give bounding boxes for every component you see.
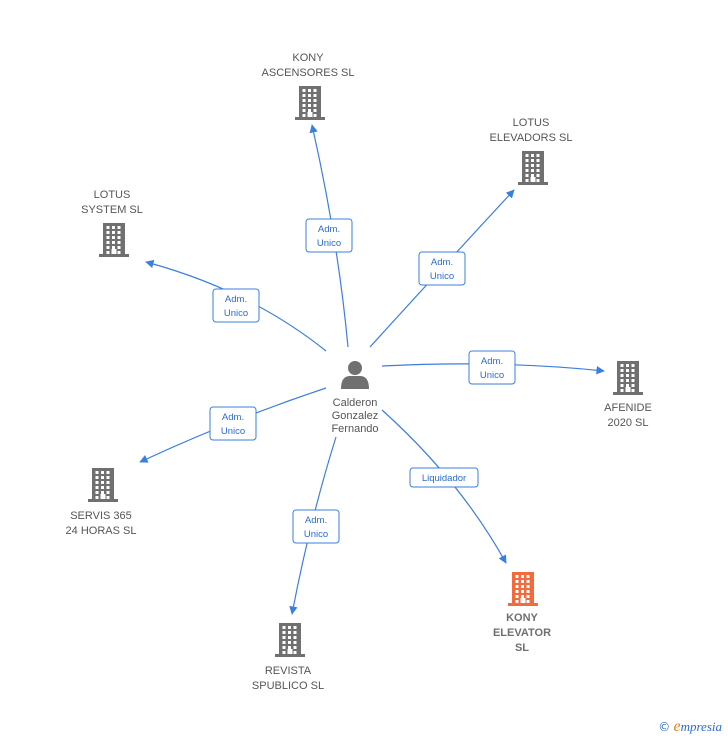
company-building-icon[interactable] <box>295 86 325 120</box>
relation-role-text: Adm.Unico <box>304 515 328 540</box>
relation-label-kony-ascensores[interactable]: Adm.Unico <box>305 218 353 253</box>
relation-label-kony-elevator[interactable]: Liquidador <box>409 467 479 488</box>
copyright-symbol: © <box>658 720 671 734</box>
relation-role-text: Adm.Unico <box>221 412 245 437</box>
brand-initial: e <box>673 718 681 735</box>
brand-name: mpresia <box>680 719 722 734</box>
relation-labels-layer: Adm.UnicoAdm.UnicoAdm.UnicoAdm.UnicoAdm.… <box>209 218 516 544</box>
company-building-icon[interactable] <box>275 623 305 657</box>
relation-label-revista-spublico[interactable]: Adm.Unico <box>292 509 340 544</box>
relation-role-text: Adm.Unico <box>480 356 504 381</box>
person-icon[interactable] <box>341 361 369 389</box>
relation-role-text: Adm.Unico <box>430 257 454 282</box>
company-building-icon[interactable] <box>88 468 118 502</box>
relation-label-lotus-elevadors[interactable]: Adm.Unico <box>418 251 466 286</box>
relation-label-lotus-system[interactable]: Adm.Unico <box>212 288 260 323</box>
relation-role-text: Liquidador <box>422 473 466 484</box>
relation-role-text: Adm.Unico <box>224 294 248 319</box>
copyright-footer: © empresia <box>658 718 722 736</box>
company-building-icon[interactable] <box>99 223 129 257</box>
edges-layer <box>139 124 605 615</box>
company-building-icon[interactable] <box>508 572 538 606</box>
company-building-icon[interactable] <box>613 361 643 395</box>
company-building-icon[interactable] <box>518 151 548 185</box>
relation-role-text: Adm.Unico <box>317 224 341 249</box>
relation-label-afenide[interactable]: Adm.Unico <box>468 350 516 385</box>
relation-label-servis-365[interactable]: Adm.Unico <box>209 406 257 441</box>
